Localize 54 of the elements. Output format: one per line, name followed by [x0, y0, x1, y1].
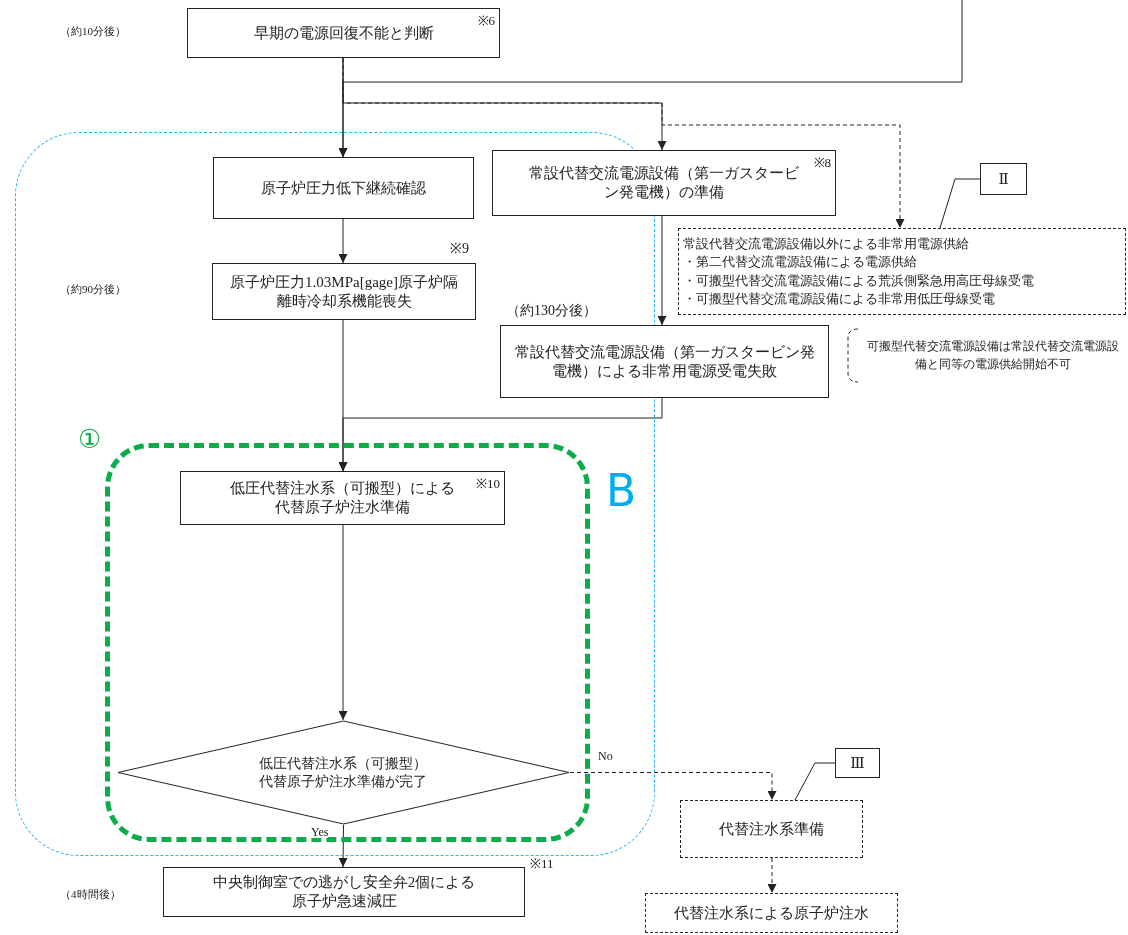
box-text: 低圧代替注水系（可搬型）による代替原子炉注水準備 — [229, 479, 456, 517]
edge-label: No — [598, 750, 613, 762]
side-note: （約130分後） — [506, 302, 597, 320]
note-mark: ※6 — [477, 12, 495, 29]
time-label: （約90分後） — [60, 282, 126, 297]
callout-box — [980, 163, 1027, 195]
dashed-process-box — [645, 893, 898, 933]
process-box — [187, 8, 500, 58]
box-text: 常設代替交流電源設備（第一ガスタービン発電機）の準備 — [528, 164, 800, 202]
process-box — [500, 325, 829, 398]
box-text: 代替注水系による原子炉注水 — [674, 903, 869, 923]
box-text: 原子炉圧力1.03MPa[gage]原子炉隔離時冷却系機能喪失 — [229, 272, 459, 311]
note-mark: ※11 — [530, 856, 554, 873]
arrow — [657, 215, 667, 326]
dashed-arrow — [767, 857, 777, 894]
note-mark: ※10 — [476, 475, 500, 492]
leader-line — [939, 178, 981, 229]
process-box — [163, 867, 525, 917]
box-text: 原子炉圧力低下継続確認 — [261, 178, 426, 198]
process-box — [492, 150, 836, 216]
list-text: ・可搬型代替交流電源設備による荒浜側緊急用高圧母線受電 — [683, 271, 1035, 290]
process-box — [212, 263, 476, 320]
decision-text: 低圧代替注水系（可搬型）代替原子炉注水準備が完了 — [258, 755, 429, 790]
arrow — [338, 218, 348, 264]
list-text: ・第二代替交流電源設備による電源供給 — [683, 253, 918, 272]
side-note: ※9 — [450, 240, 469, 258]
list-text: ・可搬型代替交流電源設備による非常用低圧母線受電 — [683, 289, 996, 308]
dashed-arrow — [342, 57, 905, 229]
arrow — [338, 824, 348, 868]
arrow — [338, 397, 663, 472]
note-mark: ※8 — [813, 154, 831, 171]
leader-line — [794, 762, 836, 801]
edge-label: Yes — [311, 826, 329, 838]
time-label: （4時間後） — [60, 887, 121, 902]
box-text: 代替注水系準備 — [719, 819, 824, 839]
box-text: Ⅱ — [998, 169, 1009, 189]
dashed-arrow — [569, 772, 777, 801]
arrow — [338, 524, 348, 721]
region-label: ① — [78, 426, 102, 452]
dashed-process-box — [680, 800, 863, 858]
box-text: 常設代替交流電源設備（第一ガスタービン発電機）による非常用電源受電失敗 — [513, 342, 816, 381]
dashed-note-box — [678, 228, 1126, 315]
box-text: 早期の電源回復不能と判断 — [253, 23, 434, 43]
callout-box — [835, 748, 880, 778]
note-text: 可搬型代替交流電源設備は常設代替交流電源設備と同等の電源供給開始不可 — [866, 339, 1120, 372]
region-label: B — [606, 469, 637, 513]
box-text: 中央制御室での逃がし安全弁2個による原子炉急速減圧 — [211, 873, 477, 911]
time-label: （約10分後） — [60, 24, 126, 39]
list-text: 常設代替交流電源設備以外による非常用電源供給 — [683, 235, 970, 254]
arrow — [338, 0, 963, 158]
decision-diamond — [117, 720, 570, 825]
process-box — [180, 471, 505, 525]
process-box — [213, 157, 474, 219]
box-text: Ⅲ — [850, 753, 865, 773]
